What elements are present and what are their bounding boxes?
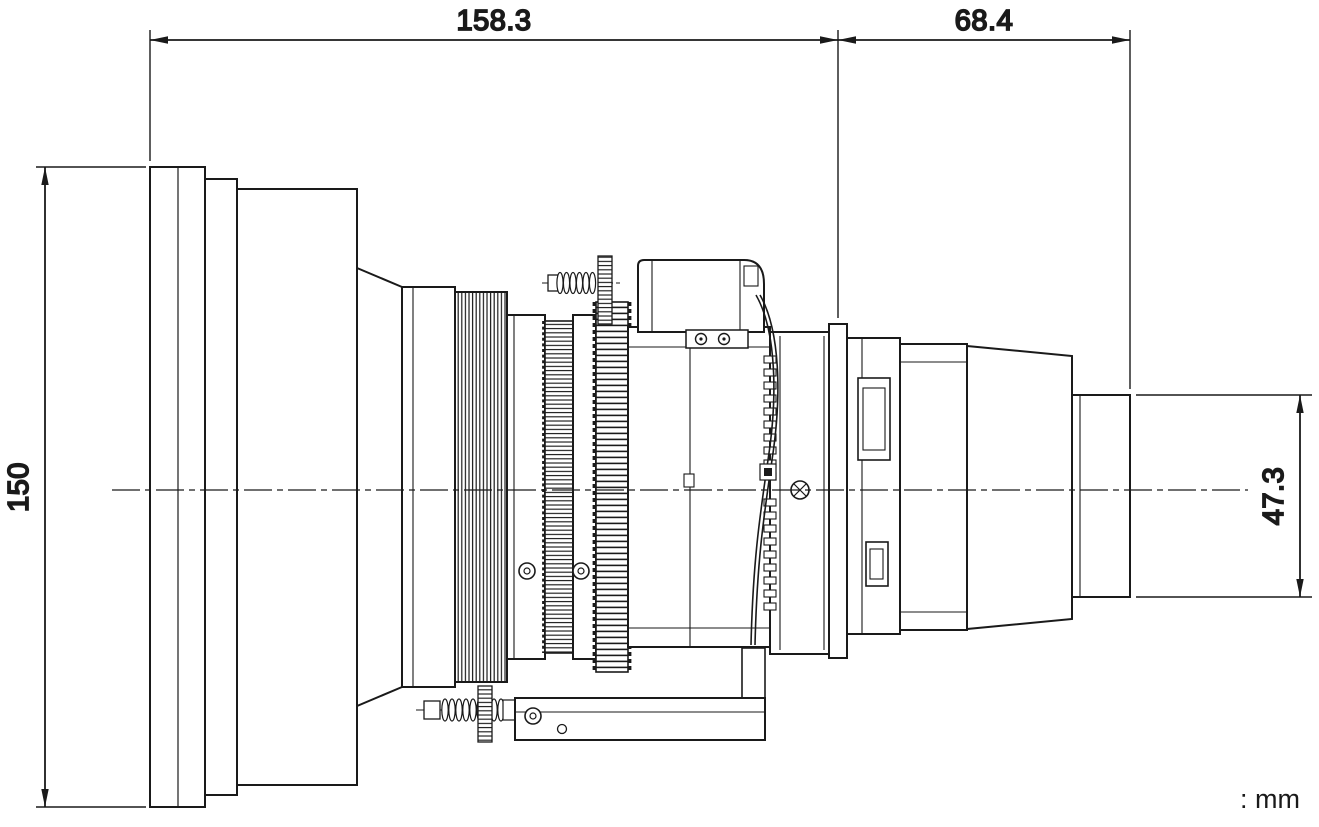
ring-screw-1-slot [523,567,531,575]
dimension-front-diameter [36,166,146,808]
bracket-screw-1-dot [699,337,703,341]
dimension-rear-length-label: 68.4 [955,5,1013,37]
knurled-focus-ring [454,291,508,683]
barrel-cone [356,266,403,708]
mount-flange [828,323,848,659]
rear-taper [966,344,1073,631]
front-step-ring [204,178,238,796]
fine-gear-ring [544,320,574,654]
ring-spacer-2 [572,314,597,660]
bottom-pinion-gear [477,685,493,743]
cable-clip-pad [764,468,772,476]
dimension-front-diameter-label: 150 [3,462,35,512]
ring-screw-2-slot [577,567,585,575]
top-pinion-gear [597,255,613,325]
mid-body-notch [683,473,695,488]
front-barrel [236,188,358,786]
dimension-rear-diameter [1136,394,1312,598]
dimension-annotations: 158.3 68.4 150 47.3 [2,4,1312,808]
ring-spacer-1 [506,314,546,660]
bayonet-tab-inner [869,548,884,580]
bottom-adjuster-assembly [416,647,766,743]
bottom-riser [741,647,766,701]
zoom-gear-ring [595,301,629,673]
flex-cable [750,294,779,646]
bottom-arm-screw-1-slot [529,712,537,720]
mid-collar [401,286,456,688]
dimension-rear-length [838,30,1131,389]
unit-note: : mm [1240,784,1300,814]
dimension-total-length-label: 158.3 [456,5,531,37]
bottom-worm-screw-coil [441,698,505,722]
bracket-screw-2-dot [722,337,726,341]
bottom-screw-shaft [423,700,441,720]
top-worm-screw-coil [556,271,597,295]
mid-body [627,326,771,648]
lens-body [149,166,1131,808]
bottom-arm [514,697,766,741]
connector-comb-teeth [763,355,777,611]
rear-exit-cylinder [1071,394,1131,598]
top-bracket-block [743,265,759,287]
rear-barrel [899,343,968,631]
bottom-arm-screw-2 [556,723,568,735]
dimension-total-length [149,30,839,318]
top-bracket [637,259,765,333]
dimension-rear-diameter-label: 47.3 [1258,467,1290,525]
bayonet-latch-inner [862,387,886,451]
top-adjuster-assembly [542,255,779,646]
